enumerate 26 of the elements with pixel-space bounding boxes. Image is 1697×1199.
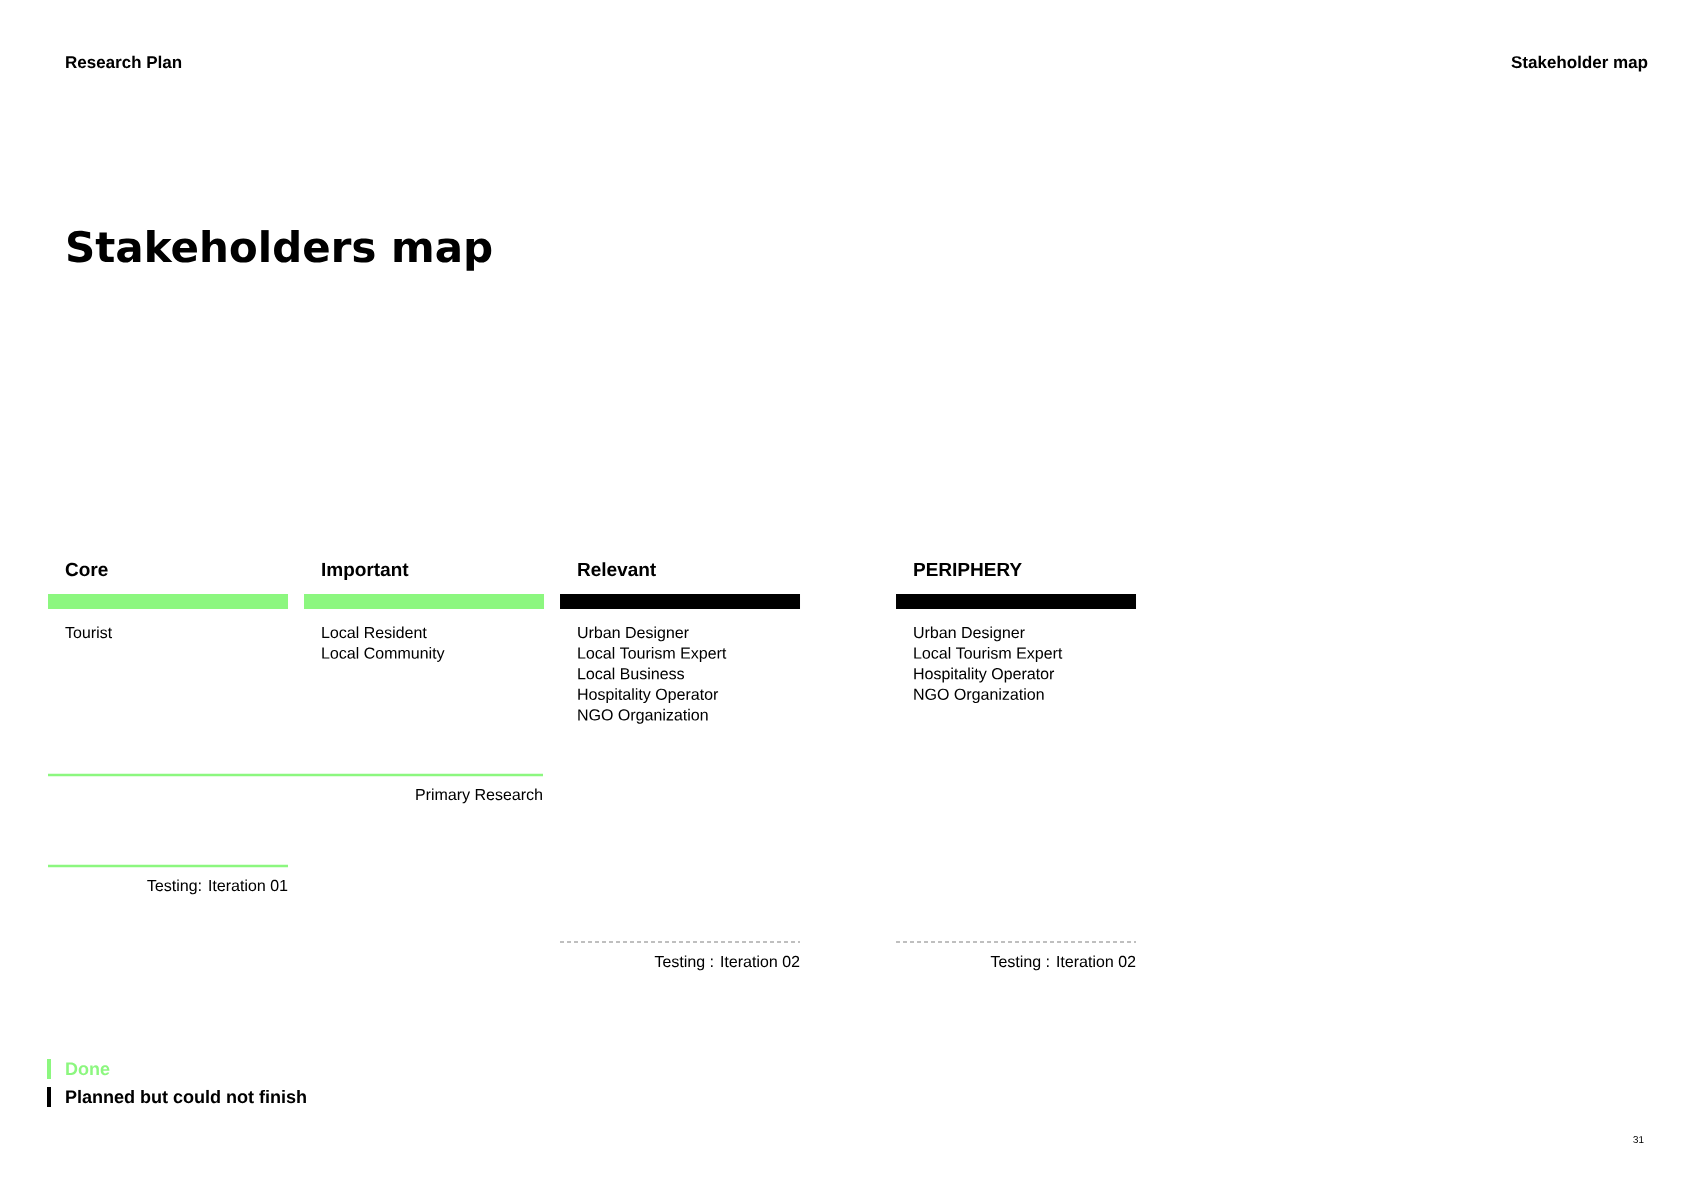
stakeholder-name: NGO Organization bbox=[914, 688, 1044, 704]
stakeholder-name: Local Community bbox=[322, 647, 445, 662]
stakeholder-name: Hospitality Operator bbox=[914, 667, 1055, 683]
stakeholder-name: Urban Designer bbox=[578, 626, 689, 642]
page-number: 31 bbox=[1633, 1136, 1644, 1144]
column-heading: Core bbox=[65, 562, 108, 577]
legend-label: Planned but could not finish bbox=[66, 1089, 306, 1104]
legend-label: Done bbox=[66, 1062, 110, 1076]
page-title: Stakeholders map bbox=[68, 230, 492, 271]
stakeholder-name: Local Tourism Expert bbox=[578, 647, 727, 662]
range-label: Testing : Iteration 02 bbox=[654, 955, 800, 971]
range-label: Testing : Iteration 02 bbox=[990, 955, 1136, 971]
stakeholder-name: Urban Designer bbox=[914, 626, 1025, 642]
column-heading: Important bbox=[322, 562, 409, 580]
range-label: Primary Research bbox=[416, 788, 542, 804]
column-heading: PERIPHERY bbox=[914, 562, 1022, 576]
page-header: Stakeholder map bbox=[1511, 55, 1648, 72]
column-heading: Relevant bbox=[578, 562, 656, 577]
page-header: Research Plan bbox=[66, 55, 182, 69]
stakeholder-name: Hospitality Operator bbox=[578, 688, 719, 704]
stakeholder-name: Local Resident bbox=[322, 626, 427, 639]
stakeholder-name: Local Tourism Expert bbox=[914, 647, 1063, 662]
stakeholder-name: Tourist bbox=[65, 626, 113, 639]
stakeholder-name: Local Business bbox=[578, 667, 685, 680]
range-label: Testing: Iteration 01 bbox=[147, 879, 288, 895]
stakeholder-name: NGO Organization bbox=[578, 708, 708, 724]
